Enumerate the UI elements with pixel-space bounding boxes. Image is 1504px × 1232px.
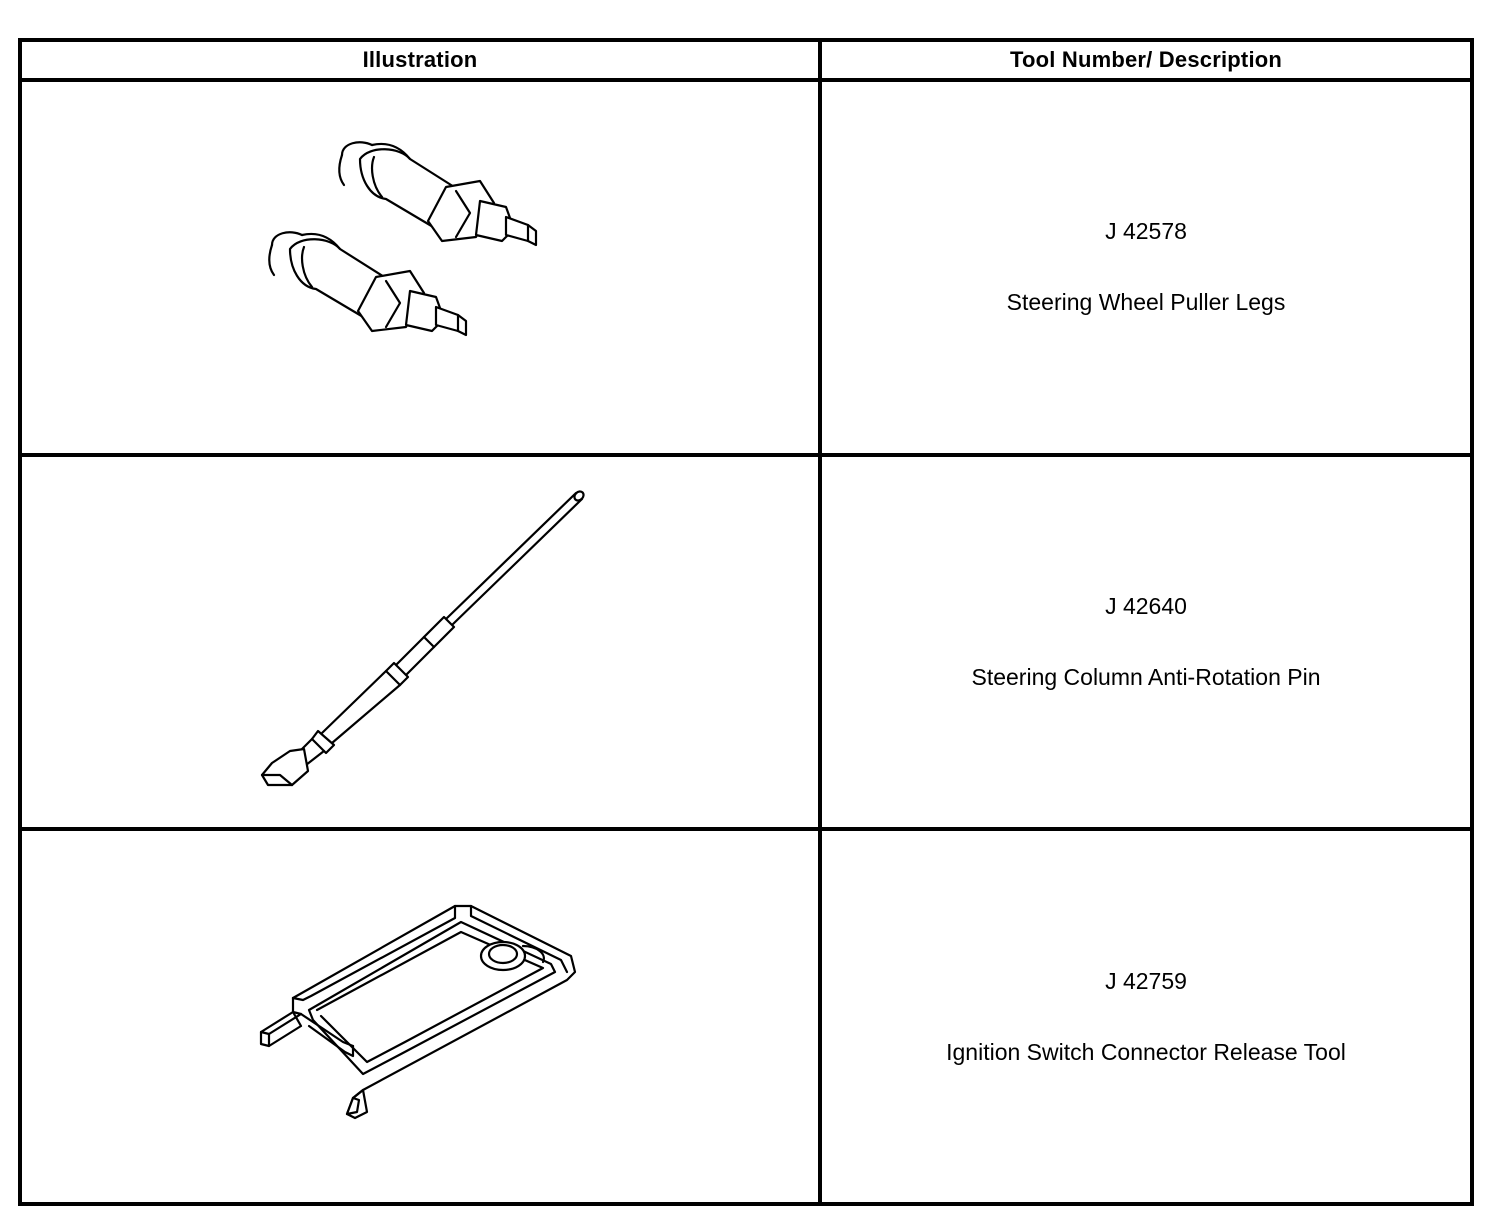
description-cell: J 42640 Steering Column Anti-Rotation Pi…	[818, 452, 1474, 832]
special-tools-table: Illustration Tool Number/ Description	[18, 38, 1474, 1206]
table-header-row: Illustration Tool Number/ Description	[18, 38, 1474, 82]
table-row: J 42640 Steering Column Anti-Rotation Pi…	[18, 452, 1474, 832]
description-cell: J 42578 Steering Wheel Puller Legs	[818, 78, 1474, 457]
illustration-cell	[18, 452, 822, 832]
tool-number: J 42759	[1105, 967, 1187, 994]
illustration-cell	[18, 78, 822, 457]
illustration-cell	[18, 827, 822, 1206]
header-tool-number-description: Tool Number/ Description	[818, 38, 1474, 82]
tool-number: J 42578	[1105, 218, 1187, 245]
table-row: J 42759 Ignition Switch Connector Releas…	[18, 827, 1474, 1206]
table-row: J 42578 Steering Wheel Puller Legs	[18, 78, 1474, 457]
tool-number: J 42640	[1105, 592, 1187, 619]
tool-description: Ignition Switch Connector Release Tool	[946, 1038, 1346, 1065]
steering-wheel-puller-legs-illustration	[268, 141, 538, 337]
connector-release-tool-illustration	[259, 904, 577, 1119]
description-cell: J 42759 Ignition Switch Connector Releas…	[818, 827, 1474, 1206]
header-illustration: Illustration	[18, 38, 822, 82]
anti-rotation-pin-illustration	[260, 490, 585, 787]
tool-description: Steering Wheel Puller Legs	[1006, 289, 1286, 316]
tool-description: Steering Column Anti-Rotation Pin	[971, 663, 1321, 690]
